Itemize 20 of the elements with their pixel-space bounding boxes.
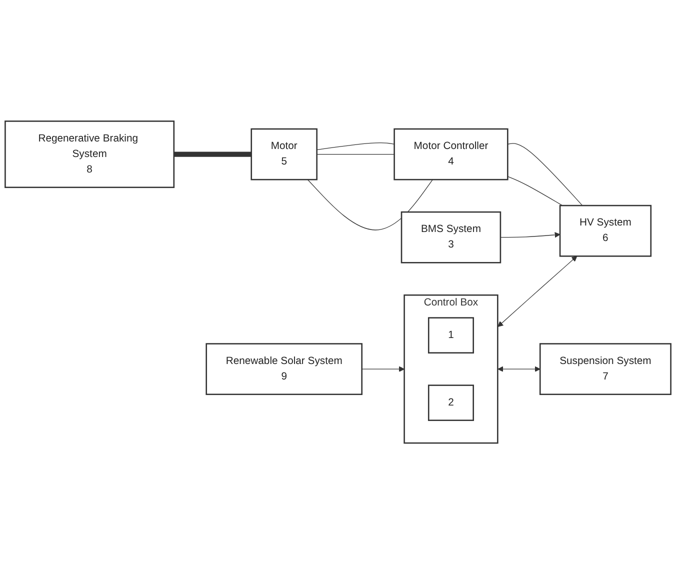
node-box	[4, 120, 175, 188]
connector	[307, 179, 434, 230]
connector	[174, 152, 252, 157]
node-box	[559, 204, 652, 257]
arrow	[500, 232, 560, 238]
node-box	[428, 384, 474, 421]
node-box	[400, 211, 502, 264]
node-box	[394, 128, 508, 180]
connector	[316, 142, 395, 150]
node-box	[206, 342, 362, 395]
node-box	[250, 128, 318, 180]
arrow	[498, 366, 540, 372]
connector	[507, 176, 563, 206]
connector	[507, 143, 583, 206]
block-diagram: Control Box 1 2 Regenerative Braking System 8 Motor 5 Motor Controller 4 HV System 6 BMS System 3 Renewable Solar System 9 Suspension System 7	[0, 116, 676, 448]
node-box	[539, 342, 672, 395]
node-box	[428, 317, 474, 354]
arrow	[362, 366, 405, 372]
cluster	[404, 294, 498, 444]
arrow	[498, 256, 578, 327]
